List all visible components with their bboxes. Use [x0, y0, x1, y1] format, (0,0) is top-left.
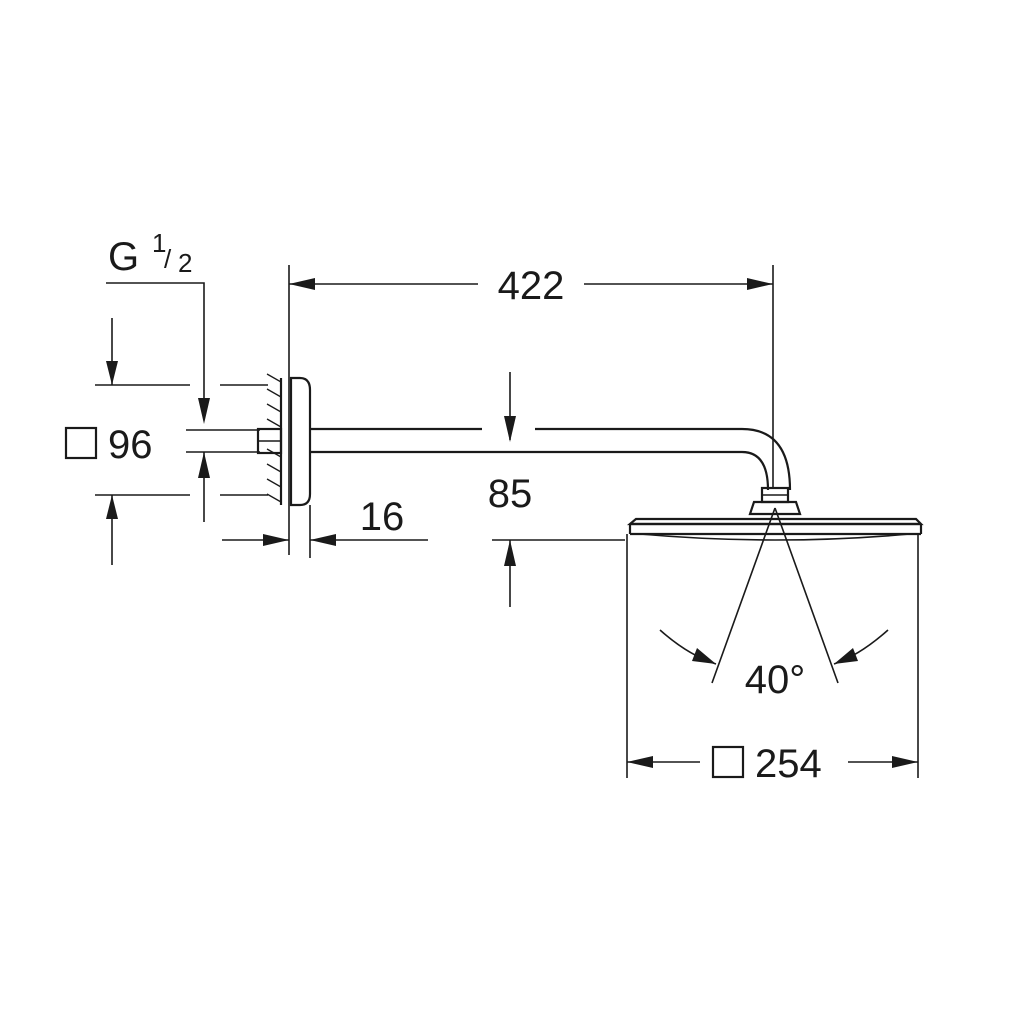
wall-hatch — [266, 388, 282, 398]
wall-hatch — [266, 373, 282, 383]
spray-angle-dimension: 40° — [659, 507, 889, 702]
ball-joint — [748, 486, 802, 516]
wall-connector — [256, 427, 283, 455]
wall-rosette — [289, 376, 312, 507]
head-nozzle-face — [639, 533, 911, 541]
spray-angle-label: 40° — [745, 658, 806, 702]
shower-head — [626, 517, 924, 541]
arm-length-arrow-left — [289, 278, 315, 290]
thread-annotation: G 1 / 2 — [106, 228, 210, 522]
spray-arrow-left — [692, 648, 716, 664]
plate-size-label: 96 — [108, 423, 153, 467]
wall-hatch — [266, 478, 282, 488]
wall-hatch — [266, 463, 282, 473]
arm-length-arrow-right — [747, 278, 773, 290]
shower-arm — [310, 427, 792, 491]
arm-bend-inner — [741, 450, 770, 491]
plate-depth-dimension: 16 — [222, 495, 428, 558]
spray-arrow-right — [834, 648, 858, 664]
head-size-dimension: 254 — [626, 534, 919, 786]
plate-depth-label: 16 — [360, 495, 405, 539]
plate-dimension: 96 — [64, 318, 268, 565]
plate-depth-arrow-left — [263, 534, 289, 546]
head-drop-top-arrow — [504, 416, 516, 442]
wall-hatch — [266, 418, 282, 428]
thread-lower-arrow — [198, 452, 210, 478]
spray-line-left — [711, 507, 776, 684]
plate-top-arrow — [106, 361, 118, 385]
thread-label: G — [108, 235, 139, 279]
thread-fraction-denominator: 2 — [178, 248, 192, 278]
head-size-arrow-right — [892, 756, 918, 768]
wall — [266, 373, 283, 505]
plate-square-icon — [64, 426, 98, 460]
rosette-body — [289, 376, 312, 507]
wall-hatch — [266, 403, 282, 413]
head-size-label: 254 — [755, 742, 822, 786]
arm-bend-outer — [741, 427, 792, 491]
wall-hatch — [266, 493, 282, 503]
plate-depth-arrow-right — [310, 534, 336, 546]
head-drop-dimension: 85 — [488, 372, 625, 607]
thread-fraction-separator: / — [164, 244, 172, 274]
head-drop-label: 85 — [488, 472, 533, 516]
arm-length-label: 422 — [498, 264, 565, 308]
head-size-arrow-left — [627, 756, 653, 768]
thread-leader-arrow — [198, 398, 210, 424]
joint-collar — [748, 500, 802, 516]
head-drop-bottom-arrow — [504, 540, 516, 566]
plate-bottom-arrow — [106, 495, 118, 519]
thread-leader-line — [106, 282, 205, 420]
arm-length-dimension: 422 — [288, 264, 774, 555]
head-square-icon — [711, 745, 745, 779]
thread-fraction-numerator: 1 — [152, 228, 166, 258]
spray-line-right — [774, 507, 839, 684]
